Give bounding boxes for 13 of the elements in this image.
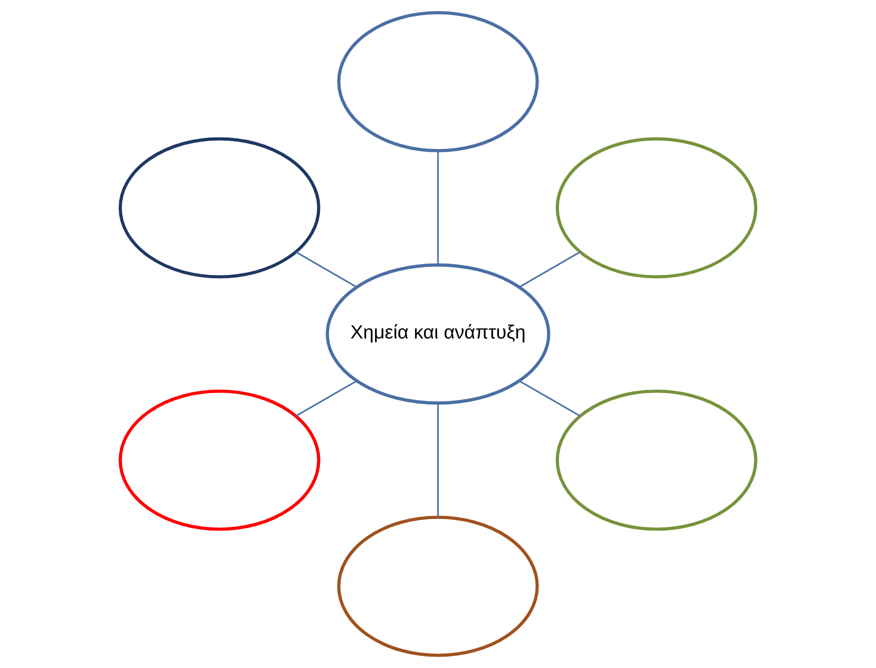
connector [437,403,439,518]
node-ellipse [118,390,320,531]
node-ellipse: Χημεία και ανάπτυξη [326,263,550,405]
node-ellipse [118,137,320,278]
connector [437,150,439,265]
connector [518,251,581,288]
node-ellipse [337,516,539,657]
node-ellipse [556,390,758,531]
node-ellipse [337,11,539,152]
connector [295,380,358,417]
connector [295,251,358,288]
connector [518,380,581,417]
node-ellipse [556,137,758,278]
